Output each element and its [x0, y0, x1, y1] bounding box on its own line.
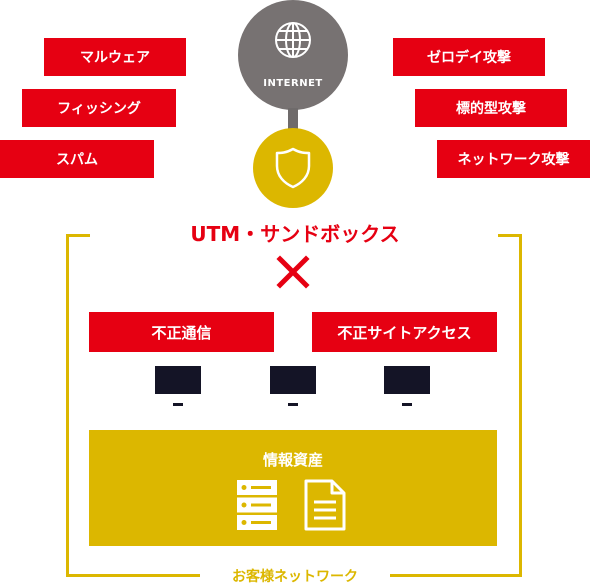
threat-malware: マルウェア [44, 38, 186, 76]
network-bracket-top-right [498, 234, 522, 237]
monitor-icon [384, 366, 430, 394]
assets-title: 情報資産 [262, 451, 323, 469]
network-bracket-top-left [66, 234, 90, 237]
monitor-stand [402, 403, 412, 406]
internet-node: INTERNET [238, 0, 348, 110]
internet-label: INTERNET [263, 78, 323, 89]
monitor-icon [270, 366, 316, 394]
network-label: お客様ネットワーク [200, 566, 390, 586]
connector-line [288, 108, 298, 132]
threat-targeted: 標的型攻撃 [415, 89, 567, 127]
threat-label: フィッシング [57, 101, 141, 117]
blocked-label: 不正サイトアクセス [337, 323, 472, 342]
threat-spam: スパム [0, 140, 154, 178]
threat-label: スパム [56, 152, 98, 168]
threat-label: 標的型攻撃 [456, 101, 526, 117]
monitor-icon [155, 366, 201, 394]
information-assets: 情報資産 [89, 430, 497, 546]
network-bracket-left [66, 234, 69, 577]
blocked-illegal-site-access: 不正サイトアクセス [312, 312, 497, 352]
blocked-label: 不正通信 [151, 323, 212, 342]
shield-icon [275, 147, 311, 189]
monitor-stand [173, 403, 183, 406]
blocked-illegal-traffic: 不正通信 [89, 312, 274, 352]
threat-label: マルウェア [80, 50, 150, 66]
network-bracket-right [519, 234, 522, 577]
utm-title: UTM・サンドボックス [190, 222, 400, 246]
network-bracket-bottom-left [66, 574, 216, 577]
globe-icon [275, 22, 311, 58]
threat-label: ゼロデイ攻撃 [427, 50, 511, 66]
document-icon [304, 479, 346, 531]
cross-icon [276, 255, 310, 289]
server-icon [237, 480, 277, 530]
monitor-stand [288, 403, 298, 406]
threat-zero-day: ゼロデイ攻撃 [393, 38, 545, 76]
network-bracket-bottom-right [374, 574, 522, 577]
threat-label: ネットワーク攻撃 [457, 152, 570, 168]
threat-phishing: フィッシング [22, 89, 176, 127]
threat-network-attack: ネットワーク攻撃 [437, 140, 590, 178]
utm-shield-node [253, 128, 333, 208]
